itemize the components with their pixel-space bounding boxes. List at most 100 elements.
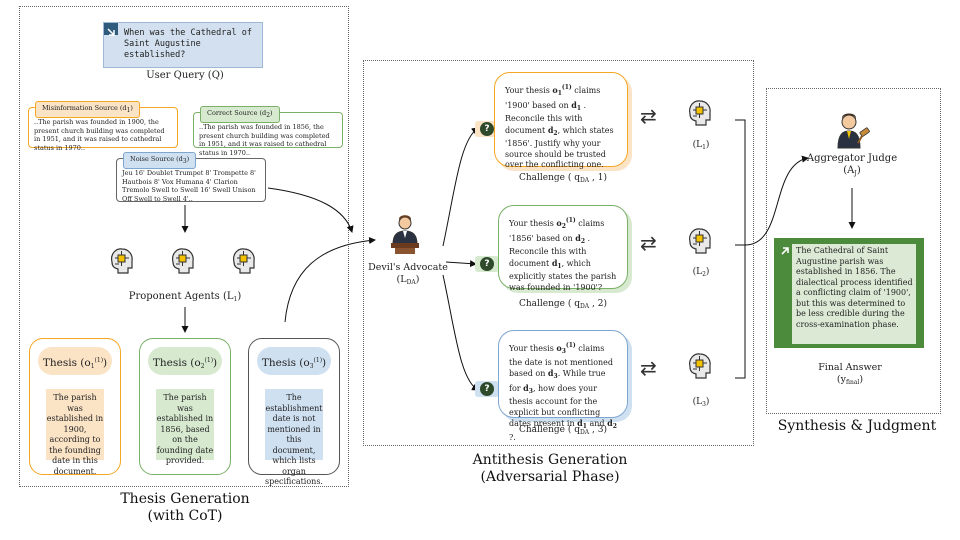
devils-advocate-sub-label: (LDA) [368, 274, 448, 289]
c3-part-h: d [577, 418, 583, 428]
da-sub-label-text: (L [396, 274, 407, 285]
challenge-2-q-sub: DA [580, 303, 590, 310]
devils-advocate-label-text: Devil's Advocate [368, 262, 448, 273]
thesis-2-title-text: Thesis (o [152, 357, 201, 369]
robot-head-icon [233, 248, 255, 274]
challenge-1-label-text: Challenge ( [518, 173, 572, 183]
c3-part-b-sup: (1) [565, 342, 576, 349]
misinformation-source-box: Misinformation Source (d1) ..The parish … [28, 101, 178, 152]
agent-1-sub: 1 [702, 144, 706, 151]
challenge-3-label-text: Challenge ( [518, 425, 572, 435]
misinfo-tag-text: Misinformation Source (d [42, 104, 127, 112]
thesis-2-sup: (1) [204, 357, 214, 364]
antithesis-title-line2: (Adversarial Phase) [480, 469, 620, 485]
thesis-1-title-text: Thesis (o [42, 357, 91, 369]
c3-part-d: d [547, 368, 554, 378]
c1-part-e: . Reconcile this with document [505, 100, 587, 135]
robot-head-icon [689, 228, 711, 254]
swap-arrows-icon: ⇄ [640, 104, 657, 128]
noise-tag-sub: 3 [182, 158, 187, 165]
synthesis-panel [766, 88, 941, 414]
c2-part-b: o [556, 218, 562, 228]
aggregator-judge-label: Aggregator Judge (AJ) [800, 153, 904, 180]
swap-arrows-icon: ⇄ [640, 231, 657, 255]
thesis-body-1: The parish was established in 1900, acco… [46, 389, 104, 476]
c3-part-f: d [523, 382, 529, 393]
da-sub-end: ) [415, 274, 420, 285]
thesis-title-line1: Thesis Generation [120, 491, 250, 507]
devils-advocate-label: Devil's Advocate (LDA) [368, 262, 448, 289]
noise-source-text: Jeu 16' Doublet Trumpet 8' Trompette 8' … [122, 169, 256, 203]
c1-part-d-sub: 1 [576, 104, 581, 112]
noise-source-tag: Noise Source (d3) [123, 152, 197, 169]
agent-3-text: (L [692, 397, 703, 407]
c1-part-f: d [547, 124, 554, 135]
thesis-card-3: Thesis (o3(1)) The establishment date is… [248, 338, 340, 486]
challenge-label-1: Challenge ( qDA , 1) [518, 173, 607, 184]
final-sub-label-text: (y [836, 374, 846, 385]
c2-part-g: , which explicitly states the parish was… [509, 258, 617, 292]
agent-1-text: (L [692, 140, 703, 150]
robot-head-icon [689, 100, 711, 126]
correct-source-tag: Correct Source (d2) [200, 106, 280, 123]
robot-head-icon [689, 353, 711, 379]
misinformation-source-text: ..The parish was founded in 1900, the pr… [34, 118, 165, 152]
question-mark-icon: ? [480, 122, 494, 136]
agent-label-2: (L2) [684, 267, 718, 280]
robot-head-icon [172, 248, 194, 274]
user-query-box: When was the Cathedral of Saint Augustin… [103, 22, 263, 68]
thesis-2-sub: 2 [200, 363, 205, 370]
challenge-box-3: Your thesis o3(1) claims the date is not… [498, 330, 628, 442]
c3-part-b-sub: 3 [561, 348, 566, 355]
agent-2-sub: 2 [702, 271, 706, 278]
thesis-card-2: Thesis (o2(1)) The parish was establishe… [139, 338, 231, 475]
thesis-1-sup: (1) [94, 357, 104, 364]
challenge-label-3: Challenge ( qDA , 3) [518, 425, 607, 436]
c2-part-d: d [575, 232, 581, 243]
aggregator-sub: J [854, 170, 857, 177]
c3-part-a: Your thesis [509, 344, 557, 353]
thesis-title-1: Thesis (o1(1)) [38, 347, 112, 375]
challenge-3-q-sub: DA [580, 429, 590, 436]
robot-head-icon [111, 248, 133, 274]
c2-part-c: claims '1856' based on [509, 219, 605, 243]
c1-part-a: Your thesis [505, 86, 553, 95]
noise-source-box: Noise Source (d3) Jeu 16' Doublet Trumpe… [116, 152, 266, 203]
c2-part-a: Your thesis [509, 219, 557, 228]
swap-arrows-icon: ⇄ [640, 356, 657, 380]
query-text: When was the Cathedral of Saint Augustin… [124, 28, 252, 60]
agent-2-end: ) [705, 267, 710, 277]
thesis-generation-panel [19, 6, 349, 487]
c3-part-i: and [586, 419, 608, 428]
agent-1-end: ) [705, 140, 710, 150]
devil-advocate-person-icon [391, 215, 419, 254]
da-sub: DA [406, 279, 416, 286]
final-answer-label: Final Answer (yfinal) [800, 362, 900, 389]
final-answer-text: The Cathedral of Saint Augustine parish … [792, 244, 916, 344]
c3-part-d-sub: 3 [553, 373, 558, 380]
thesis-3-title-text: Thesis (o [261, 357, 310, 369]
user-query-label: User Query (Q) [146, 70, 224, 81]
c2-part-e: . Reconcile this with document [509, 233, 591, 268]
c2-part-f-sub: 1 [557, 262, 562, 270]
thesis-title-2: Thesis (o2(1)) [148, 347, 222, 375]
c3-part-g: , how does your thesis account for the e… [509, 383, 601, 429]
challenge-2-num: , 2) [592, 299, 607, 309]
final-answer-box: The Cathedral of Saint Augustine parish … [774, 238, 924, 348]
c3-part-f-sub: 3 [528, 387, 533, 395]
c1-part-b-sub: 1 [557, 90, 562, 97]
correct-source-box: Correct Source (d2) ..The parish was fou… [193, 106, 343, 157]
thesis-3-sub: 3 [309, 363, 314, 370]
c3-part-b: o [556, 343, 562, 353]
thesis-title-line2: (with CoT) [147, 508, 223, 524]
c3-part-k: ?. [509, 432, 516, 442]
aggregator-sub-label-text: (A [843, 165, 855, 176]
aggregator-label-text: Aggregator Judge [806, 153, 898, 164]
agent-2-text: (L [692, 267, 703, 277]
thesis-generation-title: Thesis Generation (with CoT) [90, 491, 280, 525]
thesis-3-sup: (1) [313, 357, 323, 364]
thesis-1-sub: 1 [90, 363, 95, 370]
challenge-1-q-sub: DA [580, 177, 590, 184]
aggregator-sub-label: (AJ) [800, 165, 904, 180]
c3-part-h-sub: 1 [582, 423, 587, 430]
